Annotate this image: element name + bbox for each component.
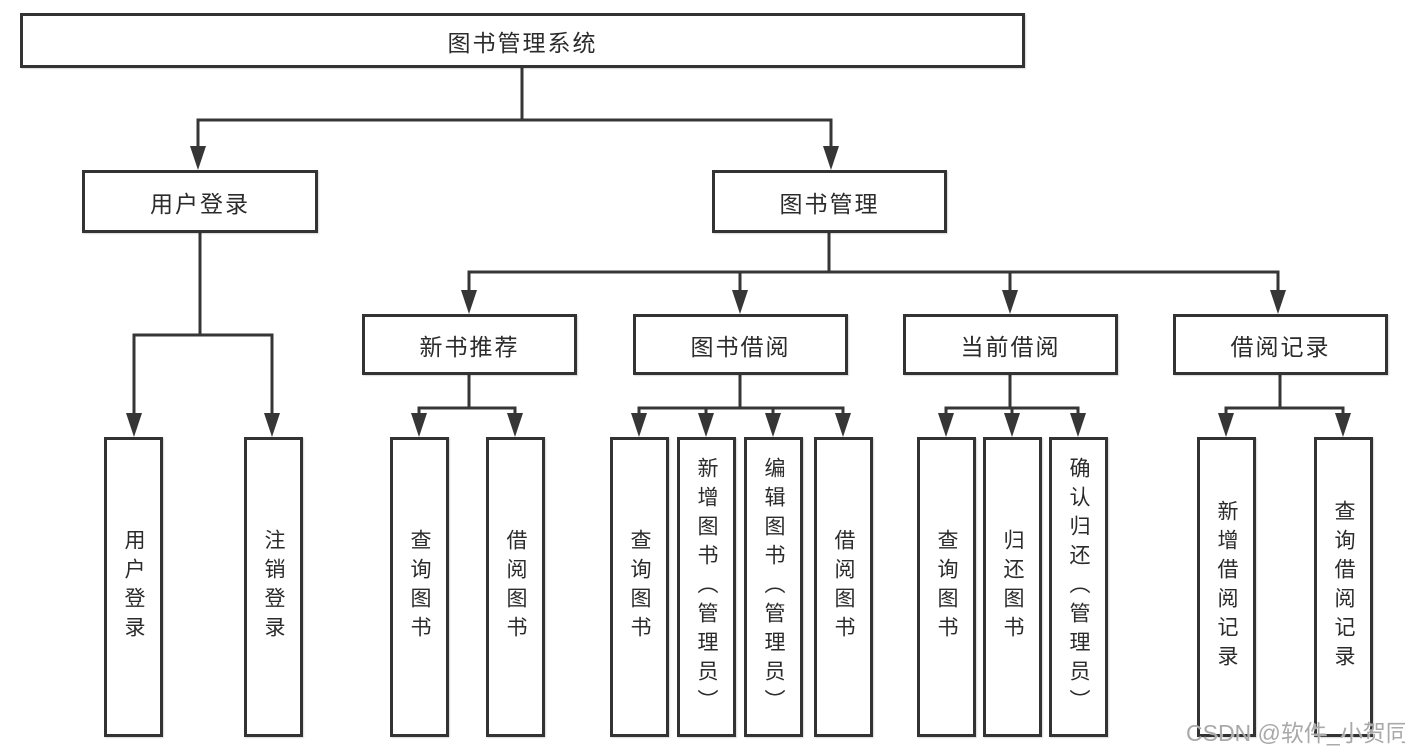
- node-user-login-leaf: 用户登录: [104, 437, 163, 737]
- node-label: 查询图书: [408, 529, 431, 645]
- node-label: 借阅图书: [504, 529, 527, 645]
- node-label: 查询借阅记录: [1332, 500, 1355, 674]
- node-label: 借阅记录: [1230, 333, 1331, 360]
- node-query-borrow-record: 查询借阅记录: [1314, 437, 1373, 737]
- node-label: 编辑图书（管理员）: [762, 456, 785, 718]
- node-logout-leaf: 注销登录: [244, 437, 303, 737]
- node-label: 查询图书: [628, 529, 651, 645]
- node-add-borrow-record: 新增借阅记录: [1197, 437, 1256, 737]
- node-query-books-current: 查询图书: [917, 437, 976, 737]
- node-user-login-branch: 用户登录: [82, 170, 318, 233]
- node-label: 图书借阅: [690, 333, 791, 360]
- node-label: 归还图书: [1001, 529, 1024, 645]
- node-current-borrowing: 当前借阅: [903, 314, 1118, 375]
- node-label: 当前借阅: [960, 333, 1061, 360]
- csdn-watermark: CSDN @软件_小贺同学: [1186, 720, 1405, 746]
- node-label: 新增借阅记录: [1215, 500, 1238, 674]
- node-label: 图书管理系统: [447, 29, 598, 56]
- node-edit-books-admin: 编辑图书（管理员）: [744, 437, 803, 737]
- node-return-books: 归还图书: [983, 437, 1042, 737]
- node-query-books-borrowing: 查询图书: [610, 437, 669, 737]
- node-borrowing-records: 借阅记录: [1173, 314, 1388, 375]
- node-confirm-return-admin: 确认归还（管理员）: [1049, 437, 1108, 737]
- node-label: 借阅图书: [832, 529, 855, 645]
- node-label: 用户登录: [122, 529, 145, 645]
- node-new-book-recommendation: 新书推荐: [362, 314, 577, 375]
- node-label: 新增图书（管理员）: [695, 456, 718, 718]
- node-borrow-books-borrowing: 借阅图书: [814, 437, 873, 737]
- node-label: 用户登录: [150, 190, 250, 217]
- node-book-management-branch: 图书管理: [712, 170, 947, 233]
- node-add-books-admin: 新增图书（管理员）: [677, 437, 736, 737]
- node-borrow-books-recommend: 借阅图书: [486, 437, 545, 737]
- node-library-management-system: 图书管理系统: [20, 13, 1025, 68]
- node-label: 查询图书: [935, 529, 958, 645]
- node-query-books-recommend: 查询图书: [390, 437, 449, 737]
- node-label: 注销登录: [262, 529, 285, 645]
- node-label: 图书管理: [779, 190, 880, 217]
- node-label: 确认归还（管理员）: [1067, 456, 1090, 718]
- node-book-borrowing: 图书借阅: [633, 314, 848, 375]
- node-label: 新书推荐: [419, 333, 520, 360]
